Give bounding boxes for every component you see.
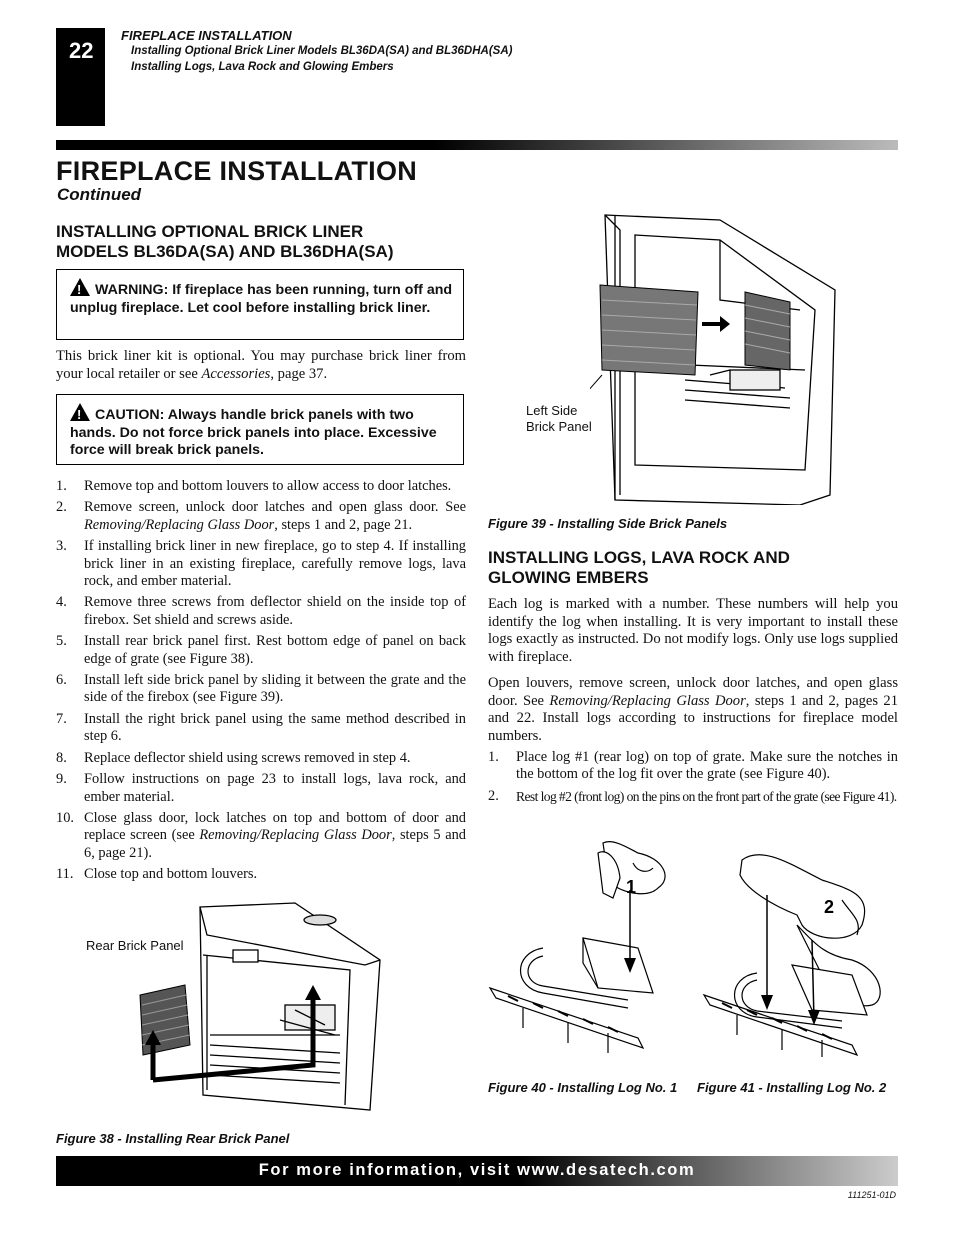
brick-step-item: 3. If installing brick liner in new firep…: [56, 538, 466, 590]
log-1-number: 1: [626, 877, 636, 897]
step-text: Install the right brick panel using the …: [84, 710, 466, 745]
step-number: 3.: [56, 538, 67, 555]
left-side-brick-panel-shape: [599, 284, 699, 376]
step-text-tail: , steps 1 and 2, page 21.: [274, 516, 413, 533]
brick-step-item: 10. Close glass door, lock latches on top…: [56, 810, 466, 862]
header-divider-bar: [56, 140, 898, 150]
brick-steps-list: 1. Remove top and bottom louvers to allow…: [56, 478, 466, 888]
brick-section-heading: INSTALLING OPTIONAL BRICK LINER MODELS B…: [56, 222, 394, 262]
header-subsection-1: Installing Optional Brick Liner Models B…: [131, 45, 513, 57]
step-text: Remove three screws from deflector shiel…: [84, 594, 466, 628]
caution-icon: [70, 403, 90, 424]
left-side-brick-panel-label: Left Side Brick Panel: [526, 403, 592, 434]
step-text: Rest log #2 (front log) on the pins on t…: [516, 788, 897, 804]
step-text: If installing brick liner in new firepla…: [84, 538, 466, 590]
glass-door-reference: Removing/Replacing Glass Door: [549, 692, 746, 709]
footer-bar: For more information, visit www.desatech…: [56, 1156, 898, 1186]
step-number: 2.: [488, 787, 499, 804]
step-number: 1.: [488, 749, 499, 765]
logs-paragraph-1: Each log is marked with a number. These …: [488, 596, 898, 665]
step-number: 5.: [56, 633, 67, 650]
step-text: Place log #1 (rear log) on top of grate.…: [516, 749, 898, 783]
step-number: 9.: [56, 771, 67, 788]
logs-heading-line-1: INSTALLING LOGS, LAVA ROCK AND: [488, 548, 790, 567]
figure-38-caption: Figure 38 - Installing Rear Brick Panel: [56, 1131, 290, 1146]
warning-text: WARNING: If fireplace has been running, …: [70, 282, 453, 316]
log-step-item: 2. Rest log #2 (front log) on the pins on…: [488, 788, 898, 806]
page-subtitle: Continued: [57, 185, 142, 204]
brick-step-item: 6. Install left side brick panel by slidi…: [56, 672, 466, 707]
figure-41-illustration: 2: [702, 854, 881, 1057]
footer-website-text: For more information, visit www.desatech…: [258, 1161, 696, 1179]
figure-38-illustration: [139, 902, 381, 1111]
brick-step-item: 4. Remove three screws from deflector shi…: [56, 594, 466, 629]
brick-step-item: 9. Follow instructions on page 23 to inst…: [56, 771, 466, 806]
step-number: 10.: [56, 809, 74, 826]
step-text: Install left side brick panel by sliding…: [84, 672, 466, 706]
brick-heading-line-1: INSTALLING OPTIONAL BRICK LINER: [56, 222, 364, 241]
step-text: Close glass door, lock latches on top an…: [84, 809, 466, 844]
caution-box: CAUTION: Always handle brick panels with…: [56, 394, 464, 465]
log-2-number: 2: [824, 897, 834, 917]
step-text: Replace deflector shield using screws re…: [84, 749, 411, 766]
figure-40-illustration: 1: [488, 841, 666, 1053]
warning-box: WARNING: If fireplace has been running, …: [56, 269, 464, 340]
right-side-brick-panel-shape: [744, 291, 791, 371]
step-number: 2.: [56, 499, 67, 516]
brick-step-item: 11. Close top and bottom louvers.: [56, 866, 466, 883]
header-section: FIREPLACE INSTALLATION: [121, 28, 292, 43]
page-number: 22: [69, 38, 94, 63]
step-reference: Removing/Replacing Glass Door: [84, 516, 275, 533]
logs-section-heading: INSTALLING LOGS, LAVA ROCK AND GLOWING E…: [488, 548, 790, 588]
accessories-reference: Accessories: [201, 365, 271, 382]
document-id: 111251-01D: [847, 1190, 896, 1200]
brick-step-item: 7. Install the right brick panel using th…: [56, 711, 466, 746]
log-steps-list: 1. Place log #1 (rear log) on top of grat…: [488, 749, 898, 810]
warning-icon: [70, 278, 90, 299]
step-number: 7.: [56, 710, 67, 727]
log-step-item: 1. Place log #1 (rear log) on top of grat…: [488, 749, 898, 784]
figure-39-caption: Figure 39 - Installing Side Brick Panels: [488, 516, 728, 531]
step-text: Close top and bottom louvers.: [84, 866, 258, 883]
step-number: 11.: [56, 866, 74, 883]
step-number: 1.: [56, 478, 67, 494]
figure-41-caption: Figure 41 - Installing Log No. 2: [697, 1080, 887, 1095]
step-number: 4.: [56, 594, 67, 611]
brick-heading-line-2: MODELS BL36DA(SA) AND BL36DHA(SA): [56, 242, 394, 261]
step-number: 6.: [56, 672, 67, 689]
step-reference: Removing/Replacing Glass Door: [199, 827, 392, 844]
step-text: Follow instructions on page 23 to instal…: [84, 771, 466, 805]
step-text: Install rear brick panel first. Rest bot…: [84, 633, 466, 667]
step-text: Remove top and bottom louvers to allow a…: [84, 478, 452, 494]
step-text: Remove screen, unlock door latches and o…: [84, 499, 466, 516]
brick-step-item: 1. Remove top and bottom louvers to allow…: [56, 478, 466, 495]
page-title: FIREPLACE INSTALLATION: [56, 156, 418, 186]
figure-39-illustration: [590, 214, 836, 505]
brick-step-item: 5. Install rear brick panel first. Rest b…: [56, 633, 466, 668]
logs-heading-line-2: GLOWING EMBERS: [488, 568, 649, 587]
brick-step-item: 2. Remove screen, unlock door latches and…: [56, 499, 466, 534]
figure-40-caption: Figure 40 - Installing Log No. 1: [488, 1080, 678, 1095]
header-subsection-2: Installing Logs, Lava Rock and Glowing E…: [131, 61, 394, 73]
logs-paragraph-2: Open louvers, remove screen, unlock door…: [488, 675, 898, 744]
caution-text: CAUTION: Always handle brick panels with…: [70, 407, 437, 458]
brick-intro-paragraph: This brick liner kit is optional. You ma…: [56, 348, 466, 382]
step-number: 8.: [56, 749, 67, 766]
brick-step-item: 8. Replace deflector shield using screws …: [56, 750, 466, 767]
page-number-box: 22: [56, 28, 105, 126]
rear-brick-panel-label: Rear Brick Panel: [86, 938, 184, 953]
step-text-tail: , steps 5 and 6, page 21).: [84, 827, 466, 861]
